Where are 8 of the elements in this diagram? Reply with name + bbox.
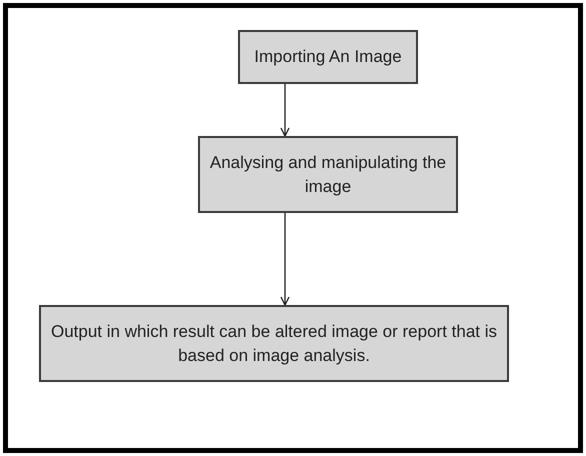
process-box <box>198 136 458 213</box>
arrow <box>280 84 290 137</box>
process-box <box>238 30 418 84</box>
arrow <box>280 213 290 306</box>
process-box <box>39 305 509 382</box>
box-text: Importing An Image <box>254 46 402 68</box>
box-text: Output in which result can be altered image or report that is based on image analysis. <box>50 320 498 366</box>
box-text: Analysing and manipulating the image <box>208 152 448 198</box>
